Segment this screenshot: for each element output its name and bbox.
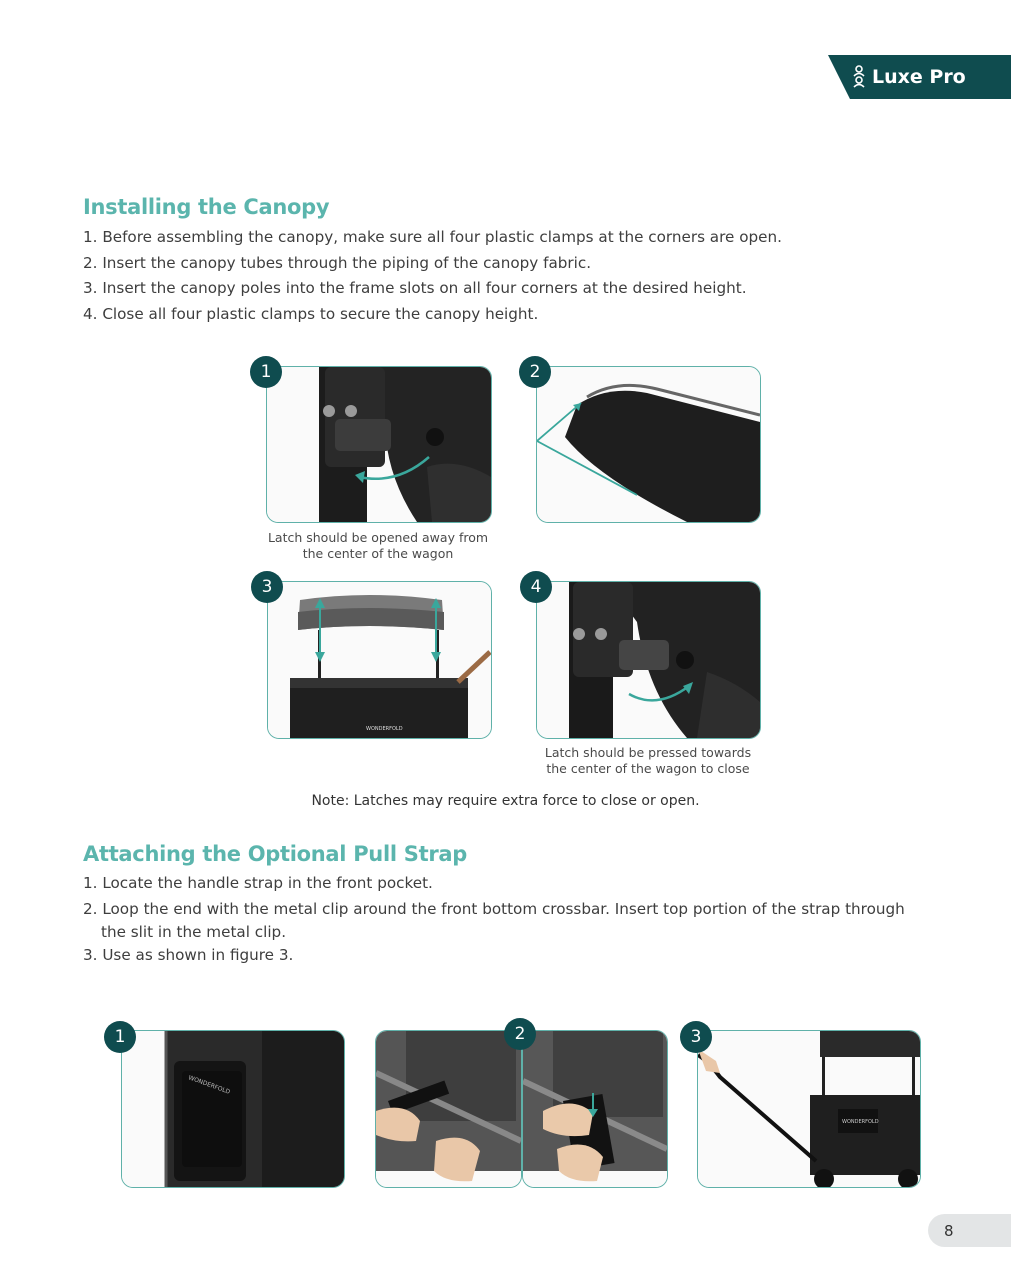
figure-number-badge: 4 — [520, 571, 552, 603]
canopy-figure-2 — [536, 366, 761, 523]
figure-number-badge: 1 — [104, 1021, 136, 1053]
strap-section-title: Attaching the Optional Pull Strap — [83, 842, 467, 866]
figure-number-badge: 3 — [680, 1021, 712, 1053]
page-number: 8 — [928, 1214, 1011, 1247]
latch-open-illustration — [267, 367, 491, 522]
list-item: 1. Before assembling the canopy, make su… — [83, 228, 782, 246]
figure-number-badge: 3 — [251, 571, 283, 603]
canopy-figure-3: WONDERFOLD — [267, 581, 492, 739]
canopy-steps: 1. Before assembling the canopy, make su… — [83, 225, 782, 327]
latch-close-illustration — [537, 582, 760, 738]
canopy-section-title: Installing the Canopy — [83, 195, 330, 219]
caption-line: the center of the wagon to close — [546, 761, 750, 776]
list-item: 4. Close all four plastic clamps to secu… — [83, 304, 539, 323]
list-item-text: 2. Loop the end with the metal clip arou… — [83, 899, 905, 918]
canopy-figure-1 — [266, 366, 492, 523]
pulling-wagon-illustration: WONDERFOLD — [698, 1031, 920, 1187]
list-item: 1. Locate the handle strap in the front … — [83, 874, 433, 892]
figure-number-badge: 2 — [504, 1018, 536, 1050]
wagon-with-canopy-illustration: WONDERFOLD — [268, 582, 491, 738]
loop-strap-illustration — [376, 1031, 521, 1187]
product-name: Luxe Pro — [872, 66, 966, 88]
product-tab: Luxe Pro — [828, 55, 1011, 99]
strap-figure-3: WONDERFOLD — [697, 1030, 921, 1188]
strap-steps: 1. Locate the handle strap in the front … — [83, 871, 905, 969]
list-item: 2. Loop the end with the metal clip arou… — [83, 897, 905, 944]
clip-strap-illustration — [523, 1031, 667, 1187]
strap-figure-2-left — [375, 1030, 522, 1188]
figure-number-badge: 1 — [250, 356, 282, 388]
list-item: 3. Insert the canopy poles into the fram… — [83, 279, 747, 297]
list-item-continuation: the slit in the metal clip. — [101, 923, 287, 941]
wagon-people-icon — [852, 65, 866, 89]
caption-line: Latch should be pressed towards — [544, 745, 752, 760]
front-pocket-illustration: WONDERFOLD — [122, 1031, 344, 1187]
latch-note: Note: Latches may require extra force to… — [311, 793, 700, 809]
strap-figure-2-right — [522, 1030, 668, 1188]
figure-number-badge: 2 — [519, 356, 551, 388]
caption-line: Latch should be opened away from — [267, 530, 489, 545]
list-item: 2. Insert the canopy tubes through the p… — [83, 253, 592, 272]
brand-label: WONDERFOLD — [366, 726, 403, 732]
figure-caption: Latch should be opened away from the cen… — [256, 530, 500, 562]
canopy-fabric-illustration — [537, 367, 760, 522]
list-item: 3. Use as shown in figure 3. — [83, 946, 294, 964]
caption-line: the center of the wagon — [302, 546, 454, 561]
brand-label: WONDERFOLD — [842, 1119, 879, 1125]
strap-figure-1: WONDERFOLD — [121, 1030, 345, 1188]
canopy-figure-4 — [536, 581, 761, 739]
figure-caption: Latch should be pressed towards the cent… — [526, 745, 770, 777]
